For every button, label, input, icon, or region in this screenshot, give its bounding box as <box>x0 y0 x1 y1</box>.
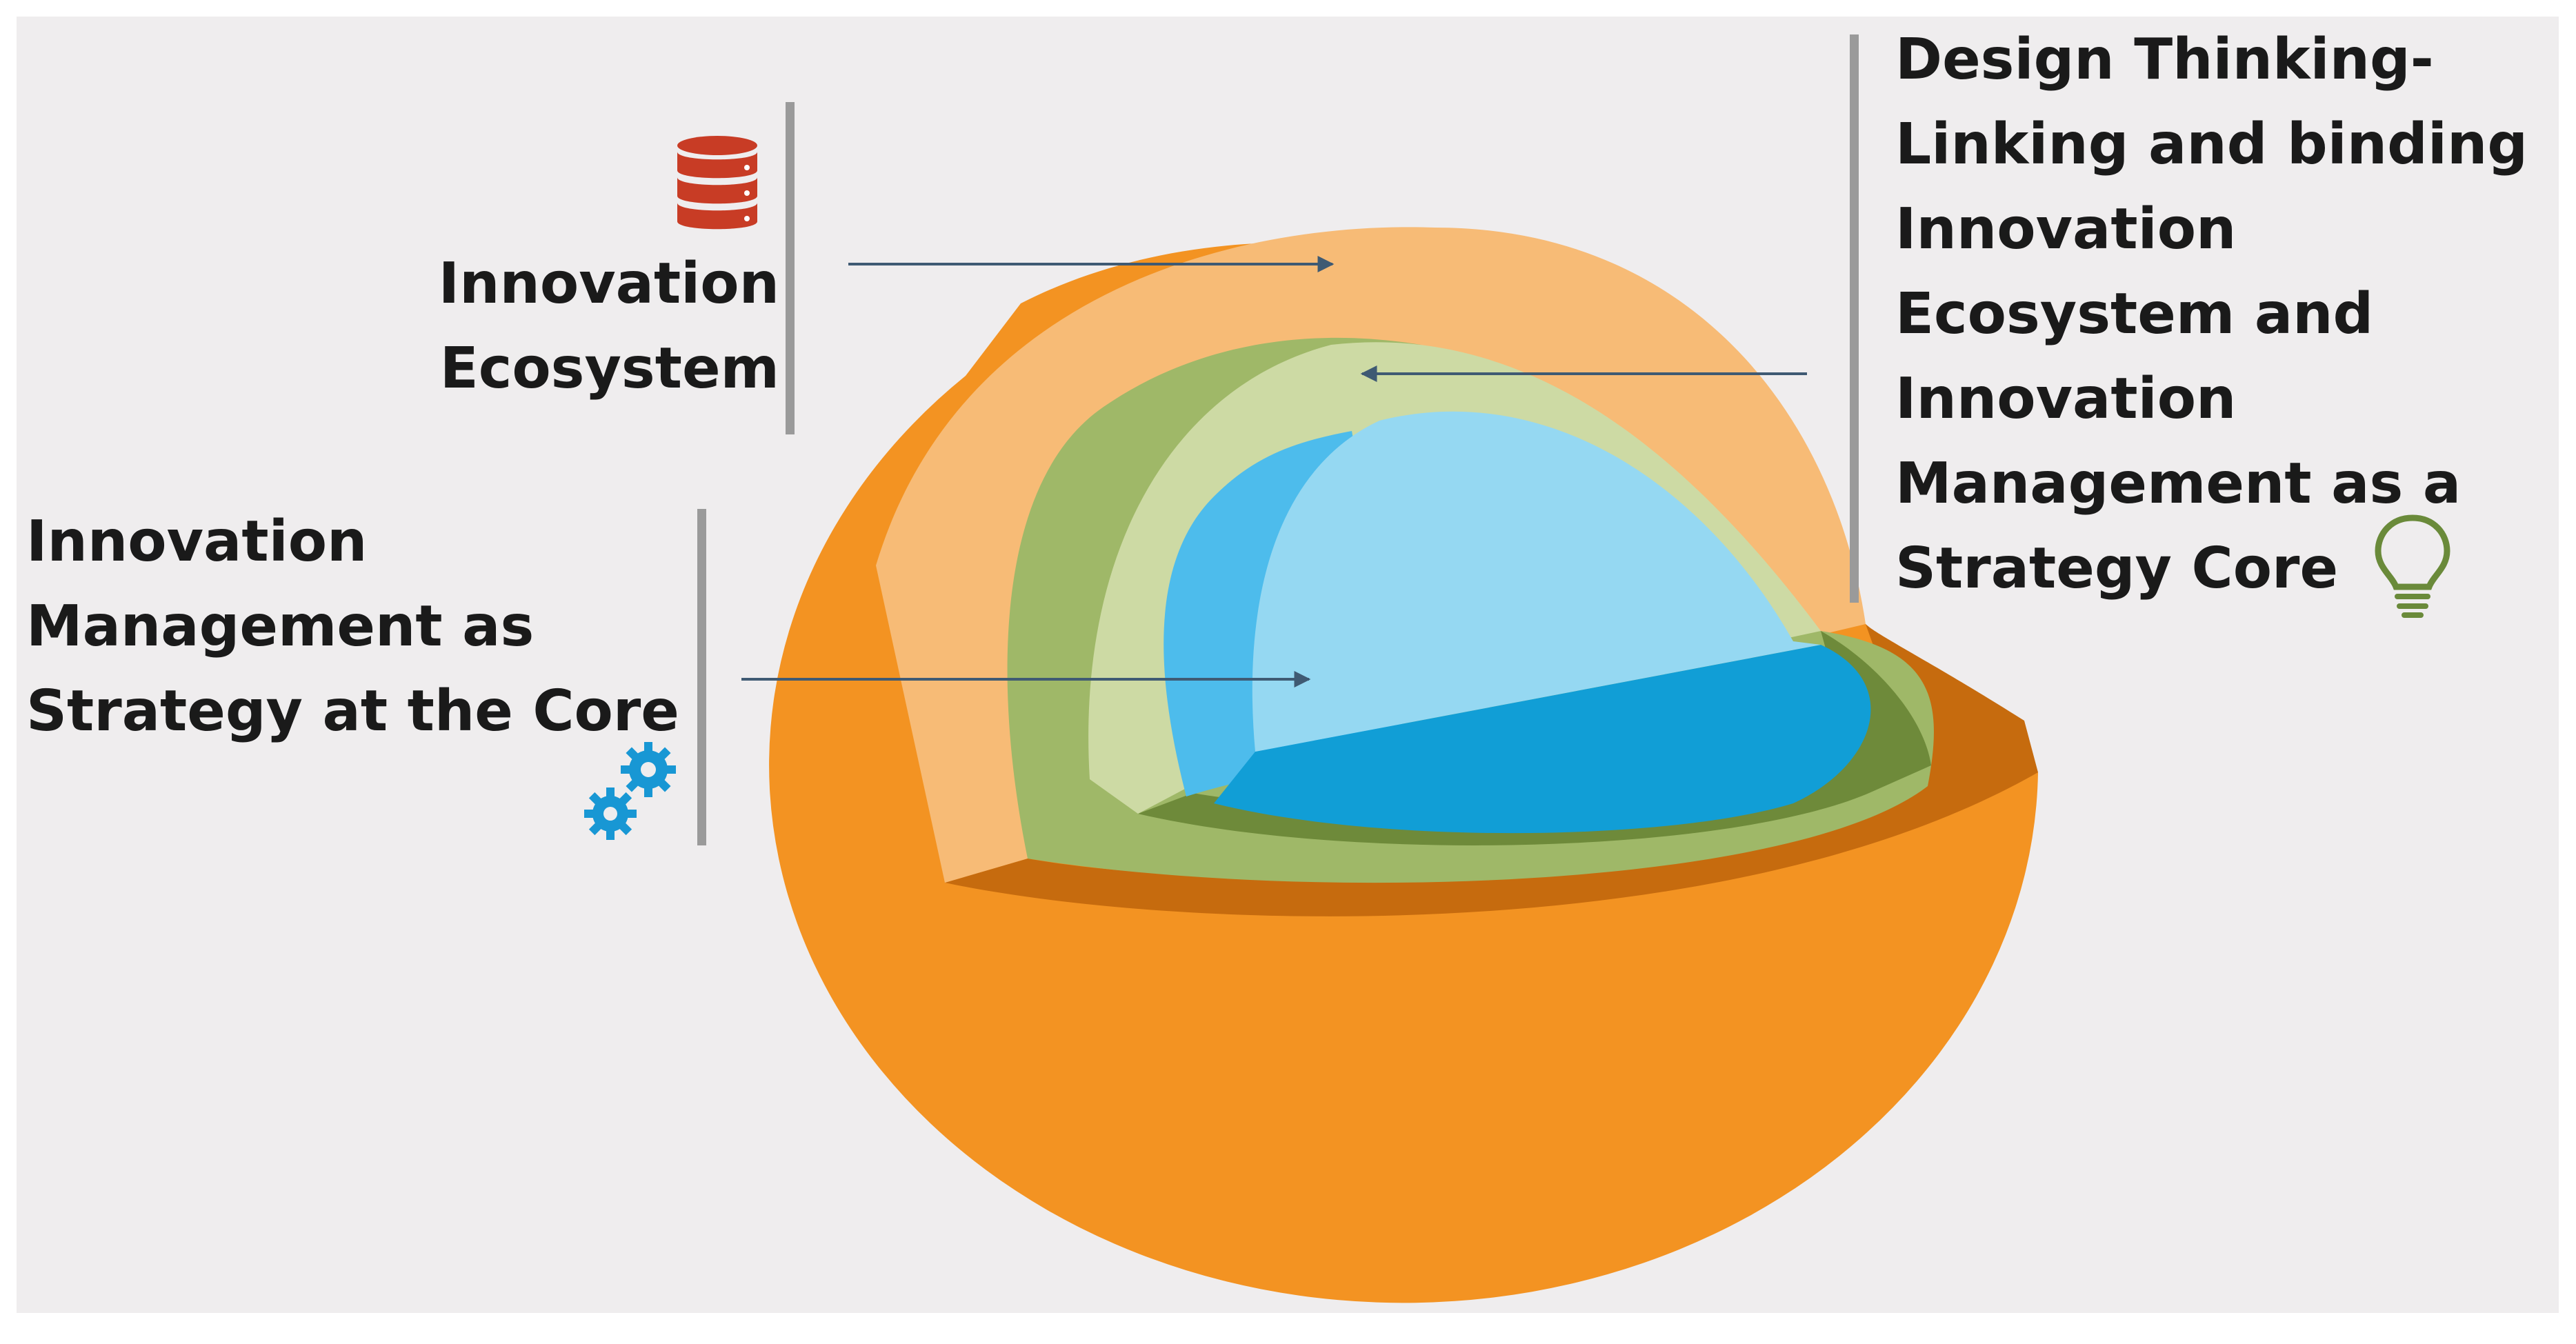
innovation-ecosystem-label: Innovation Ecosystem <box>438 251 779 401</box>
strategy-core-label: Innovation Management as Strategy at the… <box>26 509 679 744</box>
strategy-divider <box>697 509 706 845</box>
design-thinking-label: Design Thinking- Linking and binding Inn… <box>1895 27 2528 601</box>
lightbulb-icon <box>2375 514 2450 618</box>
core-cut-face <box>1252 411 1821 752</box>
database-icon <box>677 136 757 230</box>
design-thinking-divider <box>1850 34 1859 603</box>
core-top <box>1214 645 1871 834</box>
gears-icon <box>584 742 676 840</box>
ecosystem-divider <box>786 102 795 434</box>
